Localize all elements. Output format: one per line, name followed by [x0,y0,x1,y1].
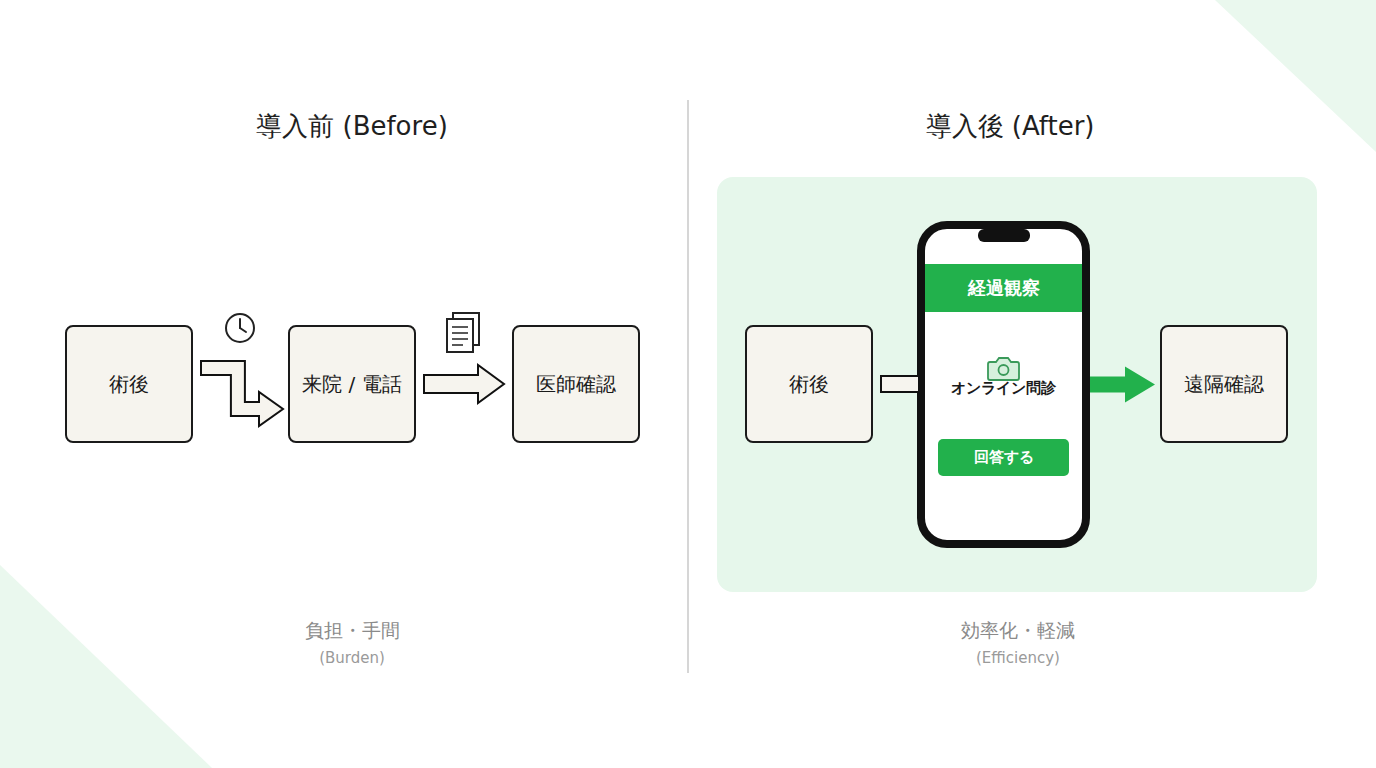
clock-hand [239,319,241,328]
node-text: 回答する [974,448,1034,467]
node-text: 経過観察 [968,276,1040,300]
node-text: 医師確認 [536,371,616,398]
smartphone-screen: オンライン問診 経過観察回答する [917,221,1090,548]
divider-line [687,100,689,673]
process-box: 来院 / 電話 [288,325,416,443]
highlight-panel [717,177,1317,592]
panel-note: 負担・手間 [305,618,400,644]
panel-title: 導入後 (After) [926,109,1095,144]
text-group: 医師確認 [536,371,616,398]
green-arrow [1090,367,1155,403]
text-group: 来院 / 電話 [302,371,401,398]
clock-hand [240,328,246,332]
node-text: 術後 [109,371,149,398]
document-page [447,319,473,352]
panel-note: (Burden) [319,649,385,667]
text-group: 術後 [789,371,829,398]
document-page [453,313,479,345]
panel-title: 導入前 (Before) [256,109,448,144]
clock-face [226,314,254,342]
document-line [452,344,463,346]
document-icon [447,313,479,352]
node-text: 術後 [789,371,829,398]
camera-lens [999,365,1009,375]
text-group: 回答する [974,448,1034,467]
panel-note: (Efficiency) [976,649,1060,667]
camera-body [988,358,1019,380]
outline-arrow [424,365,504,403]
process-box: 術後 [745,325,873,443]
text-group: 経過観察 [968,276,1040,300]
phone-notch [978,229,1030,242]
document-line [452,338,468,340]
process-box: 医師確認 [512,325,640,443]
corner-triangle [1215,0,1376,152]
corner-triangle [0,565,212,768]
text-group: オンライン問診 [925,379,1082,398]
process-box: 術後 [65,325,193,443]
node-text: オンライン問診 [925,379,1082,398]
camera-icon [988,358,1019,380]
text-group: 術後 [109,371,149,398]
connector-bar [881,376,919,392]
answer-button: 回答する [938,439,1069,476]
node-text: 来院 / 電話 [302,371,401,398]
screen-header: 経過観察 [925,264,1082,312]
clock-icon [226,314,254,342]
document-line [452,332,468,334]
node-text: 遠隔確認 [1184,371,1264,398]
process-box: 遠隔確認 [1160,325,1288,443]
text-group: 遠隔確認 [1184,371,1264,398]
document-line [452,326,468,328]
step-arrow [201,361,283,426]
panel-note: 効率化・軽減 [961,618,1075,644]
